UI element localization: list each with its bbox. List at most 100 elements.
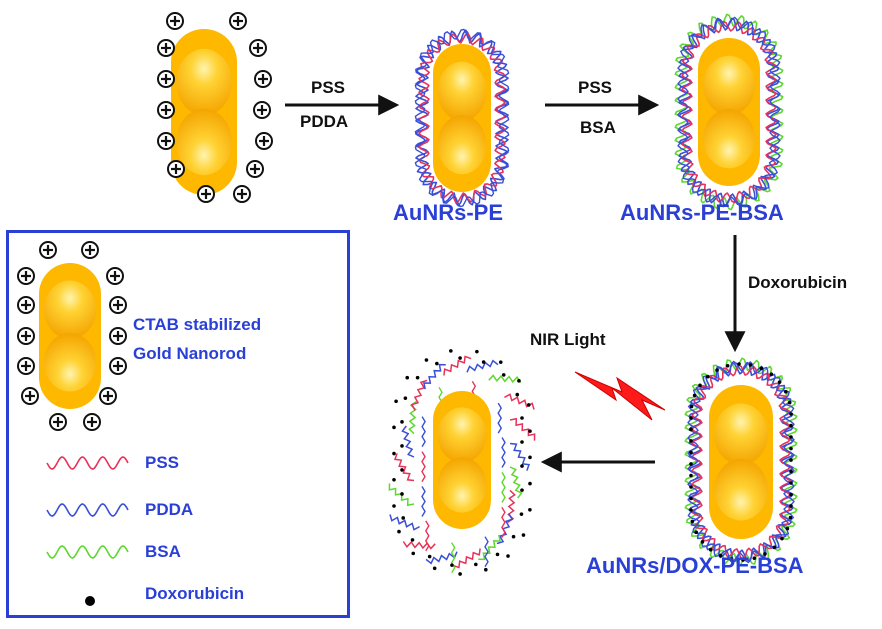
doxorubicin-dot — [700, 540, 705, 544]
step2-bottom-label: BSA — [580, 118, 616, 137]
pdda-layer — [414, 28, 510, 208]
doxorubicin-dot — [519, 512, 524, 516]
legend-nanorod-line2: Gold Nanorod — [133, 344, 247, 363]
doxorubicin-dot — [725, 364, 730, 368]
doxorubicin-dot — [777, 380, 782, 384]
plus-charge-icon — [233, 185, 251, 203]
doxorubicin-dot — [520, 416, 524, 420]
released-strand — [501, 507, 506, 538]
doxorubicin-dot — [689, 508, 693, 512]
doxorubicin-dot — [449, 349, 453, 353]
step1-top-label: PSS — [311, 78, 346, 97]
doxorubicin-dot — [689, 473, 693, 478]
legend-item-label: PSS — [145, 453, 180, 472]
doxorubicin-dot — [427, 554, 432, 559]
released-strand — [478, 534, 502, 561]
doxorubicin-dot — [788, 515, 793, 520]
doxorubicin-dot — [689, 404, 694, 409]
doxorubicin-dot — [528, 481, 532, 486]
released-strand — [501, 437, 506, 468]
doxorubicin-dot — [769, 372, 774, 377]
plus-charge-icon — [109, 357, 127, 375]
doxorubicin-dot — [458, 356, 462, 360]
plus-charge-icon — [167, 160, 185, 178]
pss-layer — [681, 20, 777, 204]
doxorubicin-dot — [397, 529, 401, 534]
doxorubicin-dot — [521, 533, 526, 537]
released-strand — [466, 359, 499, 373]
plus-charge-icon — [253, 101, 271, 119]
polyelectrolyte-layers — [388, 13, 798, 574]
plus-charge-icon — [17, 267, 35, 285]
doxorubicin-dot — [403, 396, 408, 400]
released-strand — [402, 540, 436, 550]
doxorubicin-dot — [785, 526, 790, 531]
plus-charge-icon — [106, 267, 124, 285]
pdda-layer — [687, 360, 795, 564]
doxorubicin-dot — [401, 516, 406, 520]
released-strand — [421, 451, 426, 482]
plus-charge-icon — [229, 12, 247, 30]
doxorubicin-dot — [498, 360, 503, 364]
doxorubicin-dot — [405, 375, 410, 380]
doxorubicin-dot — [526, 403, 531, 407]
doxorubicin-dot — [752, 556, 757, 560]
released-strand — [393, 453, 415, 482]
doxorubicin-dot — [474, 562, 478, 567]
doxorubicin-dot — [787, 400, 792, 405]
doxorubicin-dot — [689, 496, 693, 501]
gold-nanorod — [433, 391, 491, 529]
doxorubicin-dot — [789, 492, 793, 497]
product-second-label: AuNRs-PE-BSA — [620, 200, 784, 225]
released-strand — [421, 486, 426, 517]
doxorubicin-dot — [432, 566, 437, 571]
doxorubicin-dots — [392, 349, 793, 576]
plus-charge-icon — [254, 70, 272, 88]
doxorubicin-dot — [484, 567, 488, 572]
doxorubicin-dot — [481, 360, 486, 364]
plus-charge-icon — [246, 160, 264, 178]
doxorubicin-dot — [415, 375, 420, 380]
doxorubicin-dot — [789, 504, 793, 508]
doxorubicin-dot — [506, 554, 510, 558]
product-first-label: AuNRs-PE — [393, 200, 504, 225]
plus-charge-icon — [17, 357, 35, 375]
released-strand — [424, 520, 430, 552]
plus-charge-icon — [39, 241, 57, 259]
doxorubicin-dot — [410, 538, 415, 542]
doxorubicin-dot — [528, 507, 532, 512]
gold-nanorod — [433, 44, 491, 192]
released-strand — [509, 466, 523, 499]
plus-charge-icon — [157, 101, 175, 119]
doxorubicin-dot — [411, 551, 416, 556]
doxorubicin-dot — [689, 427, 693, 432]
doxorubicin-dot — [495, 552, 500, 557]
doxorubicin-dot — [689, 439, 693, 443]
released-strand — [443, 355, 472, 376]
doxorubicin-dot — [690, 519, 695, 524]
doxorubicin-dot — [689, 462, 693, 466]
doxorubicin-dot — [392, 477, 396, 482]
doxorubicin-dot — [789, 435, 793, 439]
pdda-wave-icon — [46, 503, 129, 517]
plus-charge-icon — [255, 132, 273, 150]
plus-charge-icon — [81, 241, 99, 259]
step3-label: Doxorubicin — [748, 273, 848, 292]
doxorubicin-dot — [783, 389, 788, 394]
positive-charges — [17, 12, 273, 431]
gold-nanorod — [171, 29, 237, 195]
plus-charge-icon — [17, 327, 35, 345]
doxorubicin-dot — [528, 455, 532, 460]
doxorubicin-dot — [520, 440, 524, 444]
doxorubicin-dot — [708, 547, 713, 552]
gold-nanorod — [698, 38, 760, 186]
doxorubicin-dot — [515, 392, 520, 397]
reaction-arrows — [285, 94, 746, 473]
plus-charge-icon — [249, 39, 267, 57]
doxorubicin-dot — [759, 366, 764, 371]
legend-box — [6, 230, 350, 618]
doxorubicin-dot — [520, 464, 524, 468]
plus-charge-icon — [157, 70, 175, 88]
doxorubicin-dot — [435, 361, 439, 366]
released-strand — [501, 472, 506, 503]
